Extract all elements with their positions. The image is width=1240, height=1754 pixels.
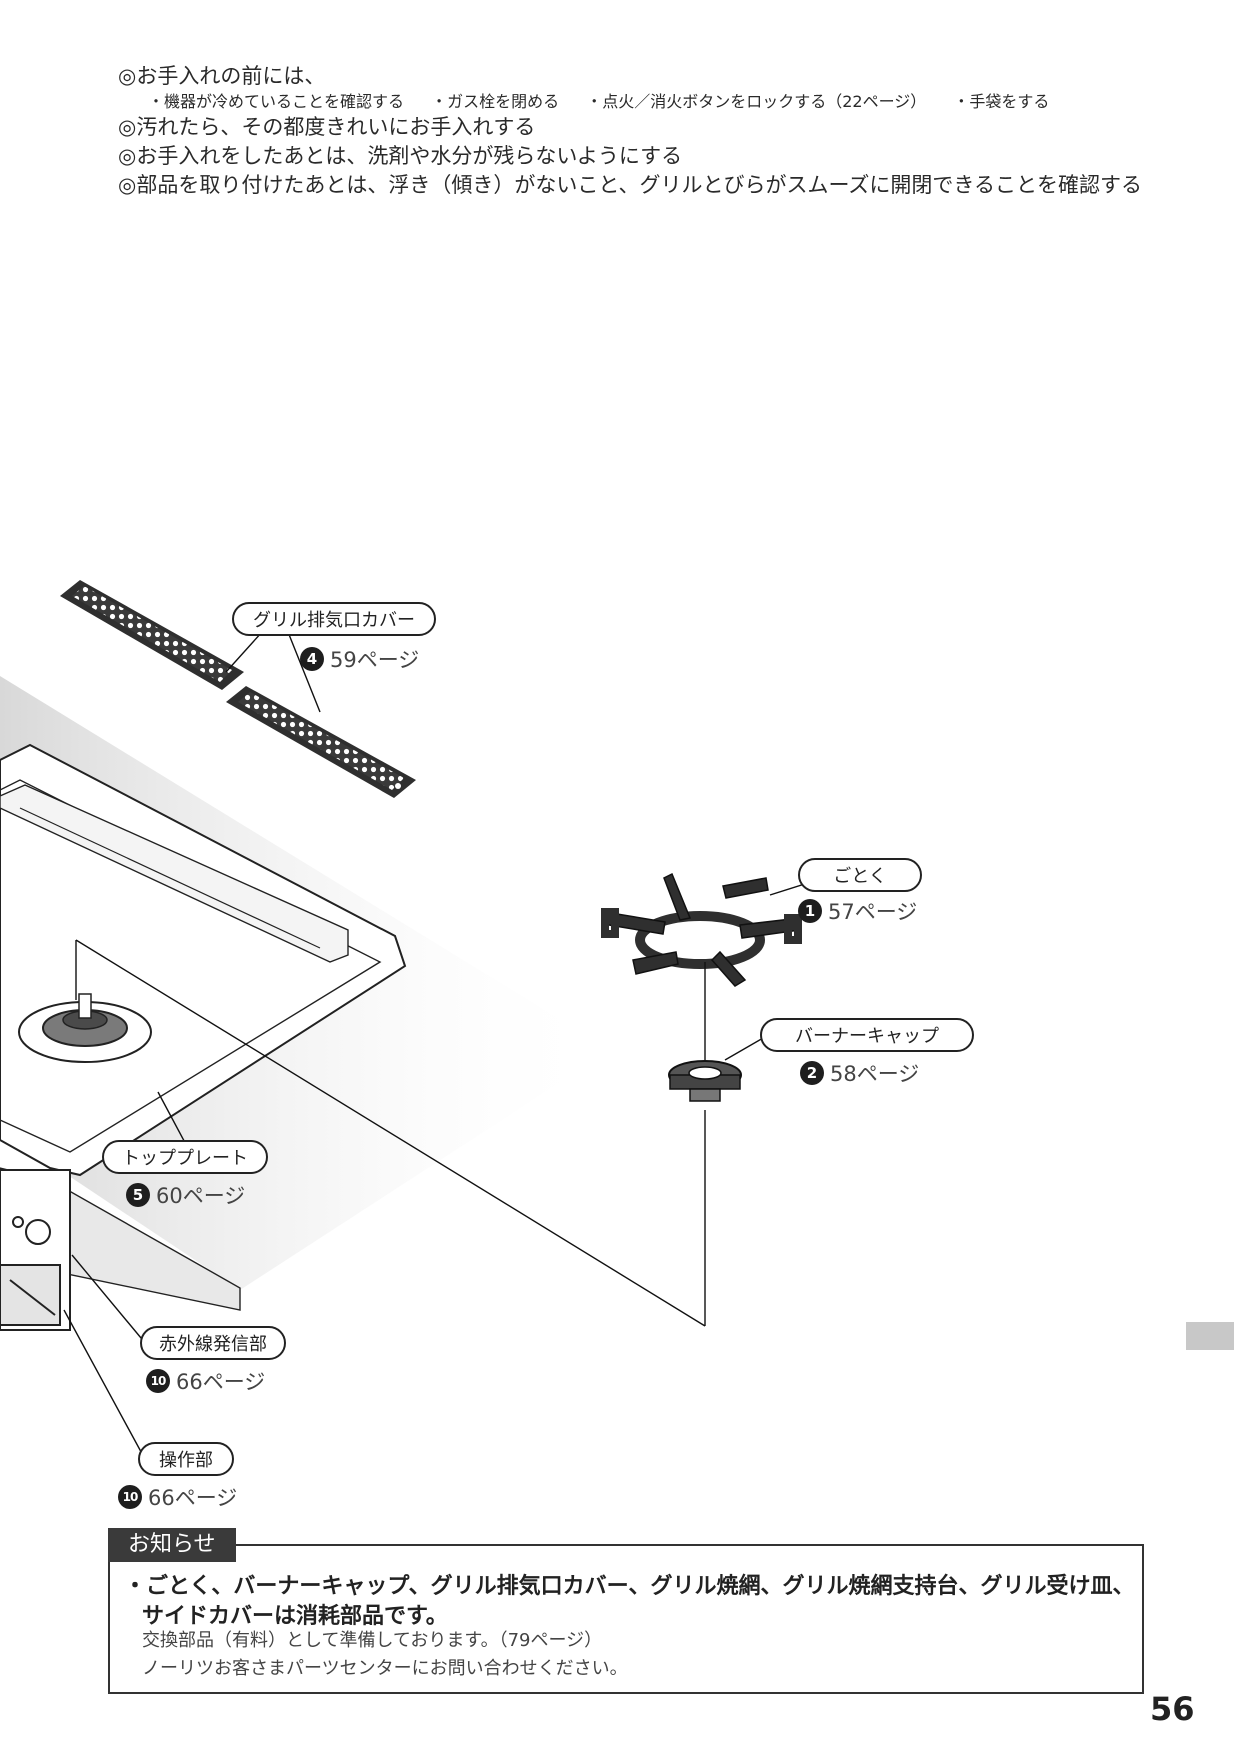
page-number: 56 (1150, 1690, 1195, 1728)
burner-on-plate (18, 993, 152, 1063)
page-reference: 66ページ (176, 1370, 266, 1394)
part-name: グリル排気口カバー (253, 610, 415, 631)
page-reference: 59ページ (330, 648, 420, 672)
pageref-grill-exhaust-cover: 4 59ページ (300, 644, 419, 674)
intro-sub-item: ・機器が冷めていることを確認する (148, 92, 405, 111)
part-name: ごとく (833, 866, 887, 887)
notice-label: お知らせ (108, 1528, 236, 1562)
intro-sub-items: ・機器が冷めていることを確認する ・ガス栓を閉める ・点火／消火ボタンをロックす… (118, 91, 1142, 113)
grill-exhaust-cover-left (60, 580, 244, 690)
page-reference: 66ページ (148, 1486, 238, 1510)
callout-burner-cap: バーナーキャップ (760, 1018, 974, 1052)
page-reference: 58ページ (830, 1062, 920, 1086)
part-name: バーナーキャップ (795, 1026, 939, 1047)
step-number-badge: 4 (300, 647, 324, 671)
step-number-badge: 5 (126, 1183, 150, 1207)
notice-box (108, 1544, 1144, 1694)
callout-infrared-transmitter: 赤外線発信部 (140, 1326, 286, 1360)
pageref-top-plate: 5 60ページ (126, 1180, 245, 1210)
part-name: 赤外線発信部 (159, 1334, 267, 1355)
step-number-badge: 10 (146, 1369, 170, 1393)
cooktop-exploded-diagram (0, 580, 831, 1462)
page-reference: 60ページ (156, 1184, 246, 1208)
pageref-infrared-transmitter: 10 66ページ (146, 1366, 265, 1396)
step-number-badge: 1 (798, 899, 822, 923)
section-tab-marker (1186, 1322, 1234, 1350)
pageref-control-panel: 10 66ページ (118, 1482, 237, 1512)
intro-sub-item: ・手袋をする (953, 92, 1050, 111)
page-reference: 57ページ (828, 900, 918, 924)
intro-line-3: ◎お手入れをしたあとは、洗剤や水分が残らないようにする (118, 144, 683, 168)
part-name: 操作部 (159, 1450, 213, 1471)
callout-trivet: ごとく (798, 858, 922, 892)
intro-line-4: ◎部品を取り付けたあとは、浮き（傾き）がないこと、グリルとびらがスムーズに開閉で… (118, 173, 1143, 197)
pageref-trivet: 1 57ページ (798, 896, 917, 926)
grill-exhaust-cover-right (226, 686, 416, 798)
intro-line-2: ◎汚れたら、その都度きれいにお手入れする (118, 115, 536, 139)
step-number-badge: 2 (800, 1061, 824, 1085)
control-panel (0, 1169, 71, 1331)
pageref-burner-cap: 2 58ページ (800, 1058, 919, 1088)
step-number-badge: 10 (118, 1485, 142, 1509)
intro-notes: ◎お手入れの前には、 ・機器が冷めていることを確認する ・ガス栓を閉める ・点火… (118, 62, 1142, 200)
notice-main-text: ・ごとく、バーナーキャップ、グリル排気口カバー、グリル焼網、グリル焼網支持台、グ… (124, 1574, 1135, 1629)
callout-top-plate: トッププレート (102, 1140, 268, 1174)
part-name: トッププレート (122, 1148, 248, 1169)
notice-sub-text-1: 交換部品（有料）として準備しております。（79ページ） (142, 1630, 603, 1651)
trivet (601, 872, 802, 987)
burner-cap (668, 1060, 742, 1102)
callout-grill-exhaust-cover: グリル排気口カバー (232, 602, 436, 636)
intro-line-1: ◎お手入れの前には、 (118, 64, 326, 88)
intro-sub-item: ・点火／消火ボタンをロックする（22ページ） (586, 92, 927, 111)
callout-control-panel: 操作部 (138, 1442, 234, 1476)
notice-sub-text-2: ノーリツお客さまパーツセンターにお問い合わせください。 (142, 1658, 628, 1679)
intro-sub-item: ・ガス栓を閉める (431, 92, 560, 111)
